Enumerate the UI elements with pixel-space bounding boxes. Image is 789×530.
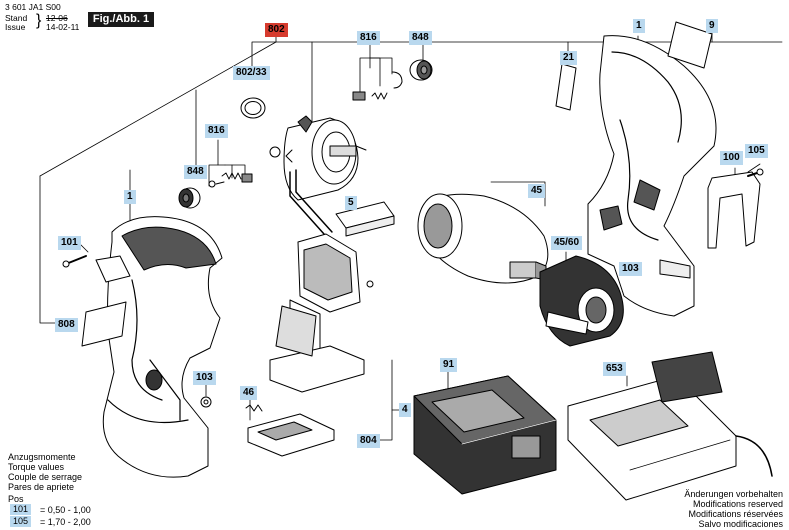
modifications-line-4: Salvo modificaciones <box>698 519 783 529</box>
battery-pack-part <box>413 375 557 495</box>
nameplate-part-left <box>81 301 127 347</box>
part-label-105: 105 <box>745 144 768 158</box>
electronics-module-part <box>269 233 374 393</box>
part-label-848-left: 848 <box>184 165 207 179</box>
gear-housing-part <box>417 193 549 284</box>
part-label-45-60: 45/60 <box>551 236 583 250</box>
o-ring-part <box>240 97 266 119</box>
part-label-103-right: 103 <box>619 262 642 276</box>
brace-glyph: } <box>36 12 42 29</box>
part-label-802-33: 802/33 <box>233 66 270 80</box>
modifications-line-1: Änderungen vorbehalten <box>684 489 783 499</box>
torque-legend-line-2: Torque values <box>8 462 65 472</box>
part-label-804: 804 <box>357 434 380 448</box>
screw-part-right <box>747 168 764 177</box>
motor-part <box>269 115 367 235</box>
torque-row-2-pos: 105 <box>10 516 32 527</box>
part-label-45: 45 <box>528 184 546 198</box>
switch-cover-part <box>335 201 395 237</box>
cap-part-top <box>409 59 433 81</box>
torque-row-1-range: = 0,50 - 1,00 <box>40 505 91 515</box>
part-label-46: 46 <box>240 386 258 400</box>
torque-row-2-range: = 1,70 - 2,00 <box>40 517 91 527</box>
torque-legend-line-1: Anzugsmomente <box>8 452 76 462</box>
part-label-101: 101 <box>58 236 81 250</box>
screw-part-left <box>62 255 87 268</box>
part-label-802: 802 <box>265 23 288 37</box>
issue-label: Issue <box>5 22 26 32</box>
document-number: 3 601 JA1 S00 <box>5 2 61 12</box>
modifications-line-3: Modifications réservées <box>688 509 783 519</box>
part-label-21: 21 <box>560 51 578 65</box>
part-label-9: 9 <box>706 19 718 33</box>
part-label-848-top: 848 <box>409 31 432 45</box>
figure-label: Fig./Abb. 1 <box>88 12 154 27</box>
part-label-100: 100 <box>720 151 743 165</box>
torque-legend-pos-label: Pos <box>8 494 24 504</box>
part-label-808: 808 <box>55 318 78 332</box>
part-label-816-top: 816 <box>357 31 380 45</box>
issue-date: 14-02-11 <box>46 22 80 32</box>
stand-label: Stand <box>5 13 28 23</box>
part-label-653: 653 <box>603 362 626 376</box>
brush-set-left <box>208 172 253 188</box>
charger-part <box>567 351 773 501</box>
brush-set-top <box>352 71 403 101</box>
housing-right-part <box>587 35 717 317</box>
part-label-91: 91 <box>440 358 458 372</box>
part-label-1-right: 1 <box>633 19 645 33</box>
housing-left-part <box>95 216 223 478</box>
nameplate-part-right <box>555 21 713 111</box>
contact-plate-part <box>245 404 335 457</box>
torque-row-1-pos: 101 <box>10 504 32 515</box>
modifications-line-2: Modifications reserved <box>692 499 783 509</box>
part-label-4: 4 <box>399 403 411 417</box>
part-label-1-left: 1 <box>124 190 136 204</box>
stand-date: 12-06 <box>46 13 68 23</box>
cap-part-left <box>178 187 201 209</box>
part-label-5: 5 <box>345 196 357 210</box>
nose-cap-part <box>539 255 624 347</box>
nut-part-left <box>200 396 212 408</box>
part-label-103-left: 103 <box>193 371 216 385</box>
belt-clip-part <box>707 171 761 249</box>
torque-legend-line-4: Pares de apriete <box>8 482 75 492</box>
torque-legend-line-3: Couple de serrage <box>8 472 83 482</box>
part-label-816-left: 816 <box>205 124 228 138</box>
